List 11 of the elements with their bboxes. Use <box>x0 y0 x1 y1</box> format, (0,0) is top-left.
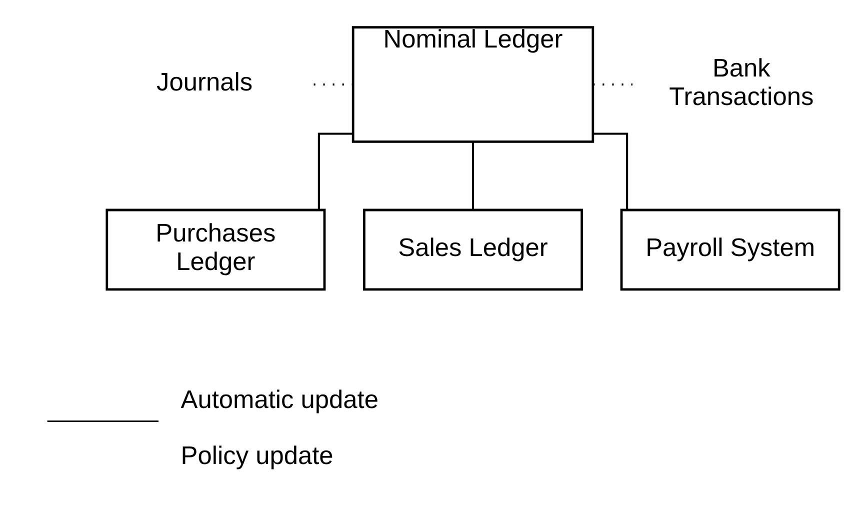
node-box: Purchases Ledger <box>106 208 326 291</box>
legend-label: Policy update <box>180 442 334 470</box>
connector <box>318 132 352 210</box>
connector <box>594 132 628 210</box>
node-text: Journals <box>156 68 253 97</box>
node-box: Payroll System <box>620 208 840 291</box>
connector <box>472 142 474 210</box>
node-box: Nominal Ledger <box>352 26 594 143</box>
legend-label: Automatic update <box>180 386 378 414</box>
node-box: Sales Ledger <box>363 208 583 291</box>
node-text: Bank Transactions <box>669 54 814 111</box>
